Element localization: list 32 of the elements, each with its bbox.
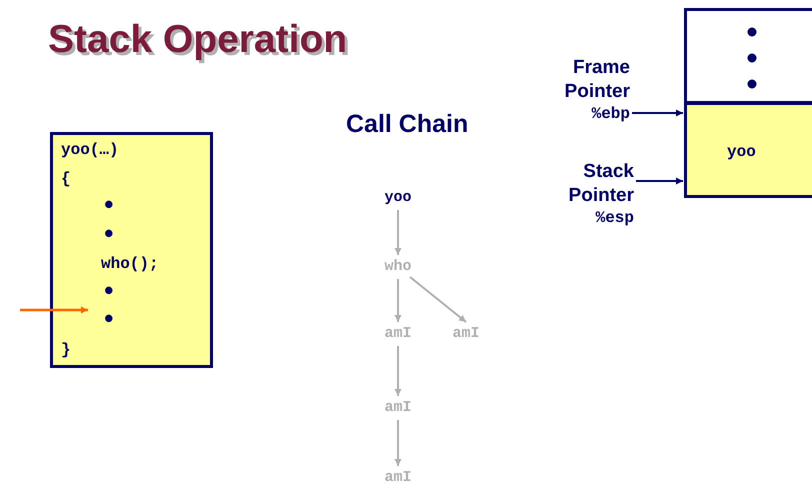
function-name: amI [443,324,489,344]
code-line: • [101,220,117,250]
frame-label: yoo [727,143,756,161]
function-name: yoo [375,188,421,208]
arrow [636,178,683,184]
section-heading: Call Chain [346,110,468,139]
register-name: %esp [594,208,634,228]
code-line: • [101,305,117,335]
code-line: { [61,170,71,188]
arrow [394,210,402,255]
code-listing [50,132,213,368]
arrow [394,420,402,466]
slide-title: Stack Operation [48,18,348,62]
arrow [394,279,402,322]
register-name: %ebp [590,104,630,124]
arrow [20,306,88,314]
stack-frame [684,101,812,198]
stack-frame [684,8,812,101]
function-name: amI [375,398,421,418]
code-line: yoo(…) [61,141,119,159]
code-line: who(); [101,255,159,273]
pointer-label: Frame Pointer [564,56,630,104]
code-line: } [61,340,71,358]
arrow [394,346,402,396]
arrow [632,110,683,116]
function-name: who [375,257,421,277]
function-name: amI [375,324,421,344]
code-line: • [101,191,117,221]
arrow [409,276,467,323]
function-name: amI [375,468,421,488]
code-line: • [101,276,117,306]
pointer-label: Stack Pointer [568,160,634,208]
